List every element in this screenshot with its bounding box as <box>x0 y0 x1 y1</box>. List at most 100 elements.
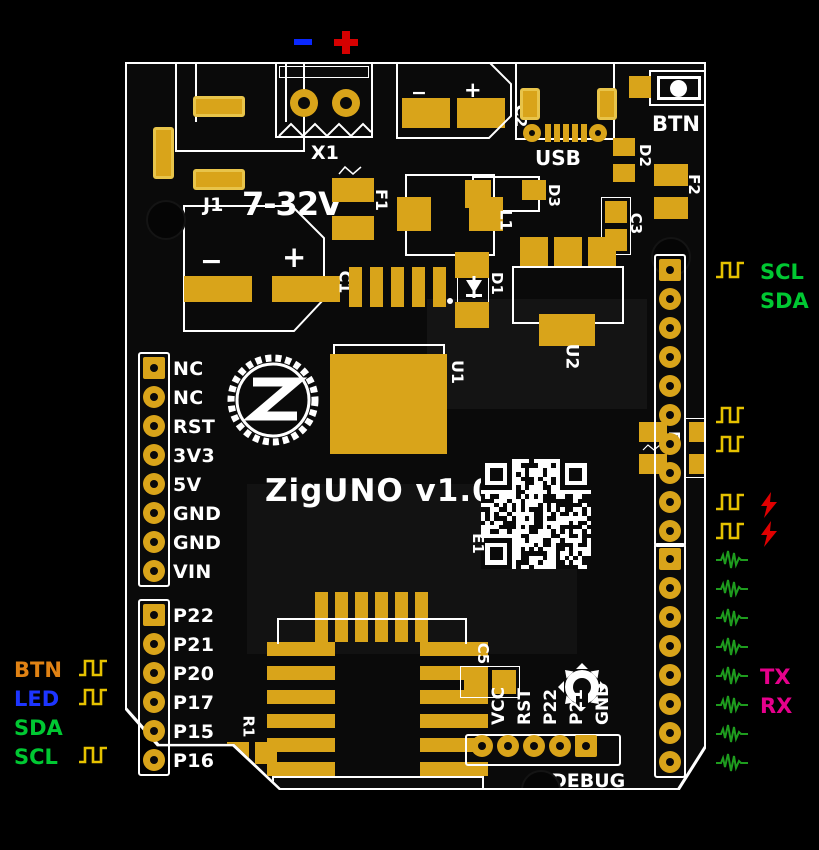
pin-p20-2[interactable] <box>143 662 165 684</box>
c5-pad-2 <box>492 670 516 694</box>
c1-pad-1 <box>184 276 252 302</box>
ref-x1: X1 <box>311 142 339 164</box>
c1-pad-2 <box>272 276 340 302</box>
pin-label-nc-1: NC <box>173 387 204 409</box>
debug-label: DEBUG <box>551 770 626 789</box>
btn-inner <box>657 76 701 100</box>
d1-pad-1 <box>455 252 489 278</box>
pin-p16-5[interactable] <box>143 749 165 771</box>
pin-p06-1[interactable] <box>659 577 681 599</box>
debug-pin-label-gnd: GND <box>593 682 613 725</box>
pin-5v-4[interactable] <box>143 473 165 495</box>
l1-pad-2 <box>469 197 503 231</box>
pin-p13-6[interactable] <box>659 433 681 455</box>
c4-pad-2 <box>689 454 704 474</box>
analog-wave-icon <box>715 578 749 604</box>
pin-p05-2[interactable] <box>659 606 681 628</box>
pin-3v3-3[interactable] <box>143 444 165 466</box>
pin-gnd-5[interactable] <box>143 502 165 524</box>
pin-p22-0[interactable] <box>143 604 165 626</box>
debug-pin-p21[interactable] <box>549 735 571 757</box>
module-pad-l <box>267 642 335 656</box>
pin-p03-4[interactable] <box>659 664 681 686</box>
rarray-pad-3 <box>391 267 404 307</box>
debug-pin-p22[interactable] <box>523 735 545 757</box>
pin-label-p16-5: P16 <box>173 750 215 772</box>
pin-p17-3[interactable] <box>143 691 165 713</box>
j1-pad-3 <box>153 127 174 179</box>
pin-rst-2[interactable] <box>143 415 165 437</box>
pin-p10-9[interactable] <box>659 520 681 542</box>
minus-polarity-icon <box>294 39 312 45</box>
module-pad-r <box>420 642 488 656</box>
rarray-dot <box>447 298 453 304</box>
ref-d3: D3 <box>544 184 563 207</box>
analog-wave-icon <box>715 665 749 691</box>
ref-u2: U2 <box>561 343 582 370</box>
f3-squiggle <box>642 444 661 451</box>
pin-p02-5[interactable] <box>659 693 681 715</box>
f2-pad-2 <box>654 197 688 219</box>
pin-label-p21-1: P21 <box>173 634 215 656</box>
plus-polarity-icon-v <box>342 31 350 54</box>
header-outline <box>654 254 686 547</box>
pin-label-gnd-5: GND <box>173 503 222 525</box>
pin-gnd-3[interactable] <box>659 346 681 368</box>
square-wave-icon <box>78 658 108 682</box>
pin-gnd-6[interactable] <box>143 531 165 553</box>
debug-pin-label-p21: P21 <box>567 688 587 725</box>
d1-pad-2 <box>455 302 489 328</box>
debug-pin-gnd[interactable] <box>575 735 597 757</box>
pin-p21-1[interactable] <box>143 633 165 655</box>
d2-pad-1 <box>613 138 635 156</box>
pin-p01-6[interactable] <box>659 722 681 744</box>
pin-p15-4[interactable] <box>143 720 165 742</box>
square-wave-icon <box>715 492 745 516</box>
pin-p15-1[interactable] <box>659 288 681 310</box>
legend-text-led: LED <box>14 687 60 711</box>
analog-wave-icon <box>715 694 749 720</box>
input-voltage-label: 7-32V <box>242 185 343 223</box>
legend-text-sda: SDA <box>760 289 809 313</box>
rarray-pad-2 <box>370 267 383 307</box>
pin-label-p15-4: P15 <box>173 721 215 743</box>
c2-outline <box>396 64 512 139</box>
usb-mount-2 <box>597 88 617 120</box>
j1-pad-1 <box>193 96 245 117</box>
debug-pin-rst[interactable] <box>497 735 519 757</box>
pin-nc-2[interactable] <box>659 317 681 339</box>
square-wave-icon <box>78 745 108 769</box>
debug-pin-label-vcc: VCC <box>489 686 509 725</box>
pin-nc-0[interactable] <box>143 357 165 379</box>
ref-e1: E1 <box>468 533 487 554</box>
ref-l1: L1 <box>496 209 516 231</box>
pin-p16-0[interactable] <box>659 259 681 281</box>
square-wave-icon <box>715 434 745 458</box>
ref-c3: C3 <box>627 212 646 235</box>
ref-d1: D1 <box>487 272 506 295</box>
pin-nc-1[interactable] <box>143 386 165 408</box>
u2-pad-2 <box>554 237 582 267</box>
legend-text-btn: BTN <box>14 658 62 682</box>
d2-pad-2 <box>613 164 635 182</box>
debug-pin-label-rst: RST <box>515 688 535 725</box>
pin-p12-7[interactable] <box>659 462 681 484</box>
pin-p11-8[interactable] <box>659 491 681 513</box>
gear-icon <box>558 663 606 711</box>
pin-label-p20-2: P20 <box>173 663 215 685</box>
ref-u1: U1 <box>448 359 468 385</box>
ref-usb: USB <box>535 146 581 170</box>
pin-p07-0[interactable] <box>659 548 681 570</box>
c1-plus: + <box>282 240 307 274</box>
ref-c5: C5 <box>474 642 493 665</box>
u1-body <box>330 354 447 454</box>
f1-pad-2 <box>332 216 374 240</box>
header-outline <box>138 599 170 776</box>
pin-p00-7[interactable] <box>659 751 681 773</box>
pin-p14-5[interactable] <box>659 404 681 426</box>
pin-vin-7[interactable] <box>143 560 165 582</box>
pin-nc-4[interactable] <box>659 375 681 397</box>
pin-p04-3[interactable] <box>659 635 681 657</box>
bolt-icon <box>759 521 779 551</box>
debug-pin-vcc[interactable] <box>471 735 493 757</box>
